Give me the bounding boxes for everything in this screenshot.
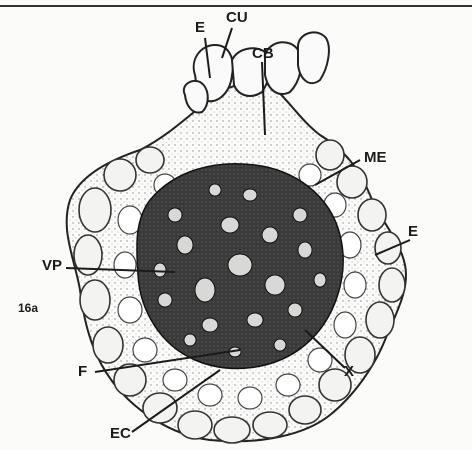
label-ec: EC: [110, 426, 131, 441]
label-f: F: [78, 364, 87, 379]
label-vp: VP: [42, 258, 62, 273]
label-me: ME: [364, 150, 387, 165]
label-e-right: E: [408, 224, 418, 239]
label-cu: CU: [226, 10, 248, 25]
label-x: X: [344, 364, 354, 379]
panel-label: 16a: [18, 302, 38, 314]
label-cb: CB: [252, 46, 274, 61]
label-e-top: E: [195, 20, 205, 35]
